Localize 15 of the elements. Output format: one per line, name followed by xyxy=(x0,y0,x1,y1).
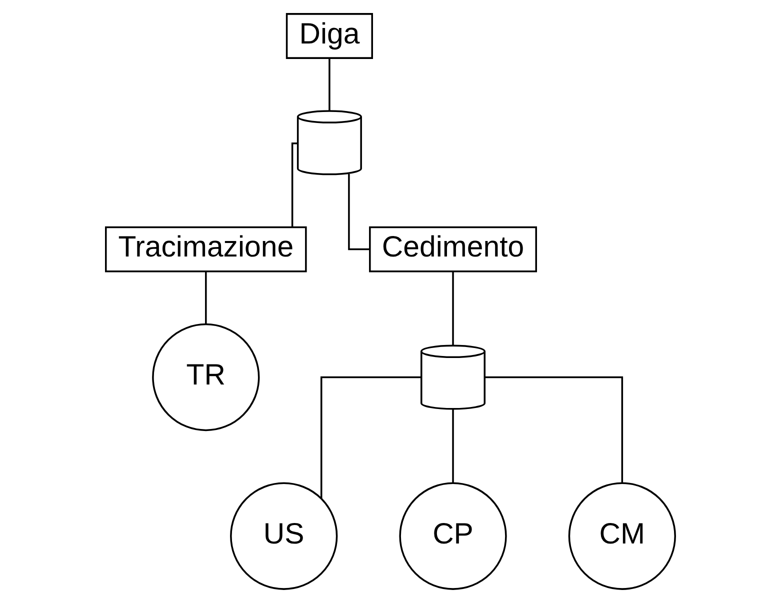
node-circle: CM xyxy=(568,482,676,590)
node-box: Cedimento xyxy=(368,226,536,272)
connector xyxy=(290,142,297,227)
node-circle: CP xyxy=(398,482,506,590)
node-box: Diga xyxy=(285,13,372,59)
connector xyxy=(328,58,330,111)
connector xyxy=(348,174,369,250)
connector xyxy=(204,272,206,324)
connector xyxy=(484,376,623,483)
node-box: Tracimazione xyxy=(104,226,306,272)
connector xyxy=(452,409,454,484)
node-circle: TR xyxy=(152,323,260,432)
node-circle: US xyxy=(230,482,338,590)
connector xyxy=(320,376,421,498)
connector xyxy=(452,272,454,346)
